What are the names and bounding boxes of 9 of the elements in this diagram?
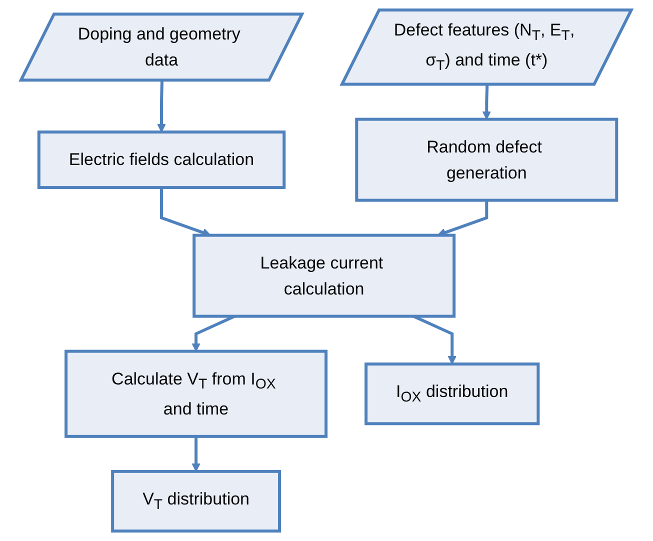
node-box: Electric fields calculation	[38, 130, 286, 189]
arrow	[482, 84, 492, 120]
node-box: Leakage current calculation	[192, 234, 456, 318]
arrow	[157, 80, 166, 132]
node-box: I$_{OX}$ distribution	[364, 362, 540, 426]
arrow	[192, 436, 201, 472]
node-box: V$_{T}$ distribution	[111, 470, 282, 533]
node-box: Calculate V$_{T}$ from I$_{OX}$ and time	[64, 350, 328, 438]
node-box: Random defect generation	[356, 118, 618, 202]
